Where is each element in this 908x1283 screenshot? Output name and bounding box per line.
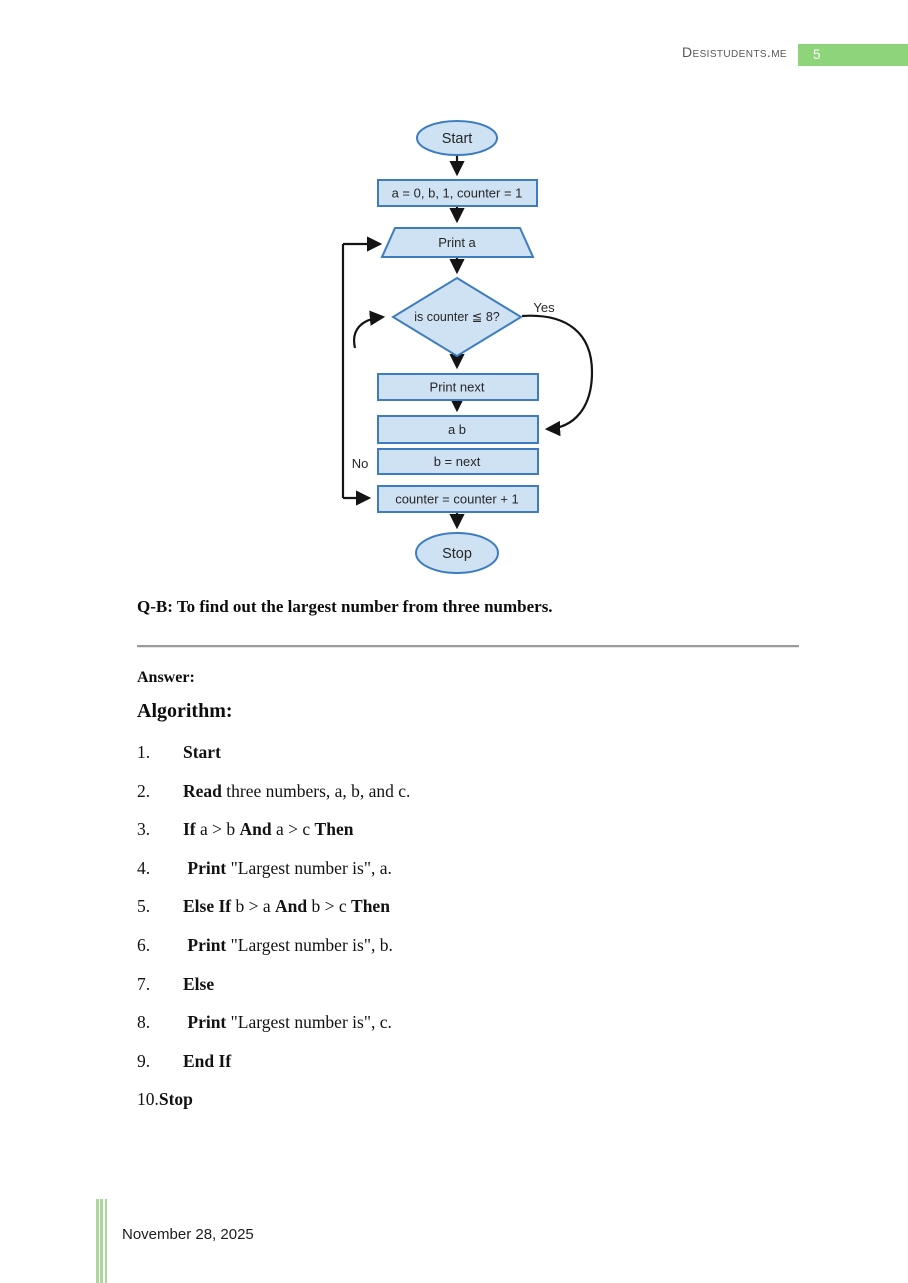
decision-node <box>391 276 523 358</box>
page-number: 5 <box>813 47 821 62</box>
algorithm-step: 7. Else <box>137 973 410 995</box>
algorithm-step: 6. Print "Largest number is", b. <box>137 934 410 956</box>
print-next-node <box>377 373 539 401</box>
step-text: Else <box>183 973 215 994</box>
step-number: 9. <box>137 1050 151 1071</box>
yes-label: Yes <box>533 300 555 315</box>
step-number: 5. <box>137 896 151 917</box>
footer-date: November 28, 2025 <box>122 1226 254 1243</box>
step-text: "Largest number is", a. <box>226 857 392 878</box>
step-text: End If <box>183 1050 232 1071</box>
step-text: And <box>275 896 308 917</box>
ab-node <box>377 415 539 444</box>
step-text: And <box>239 819 272 840</box>
footer-accent-lines <box>96 1199 108 1283</box>
step-text: Print <box>183 1012 227 1033</box>
stop-label: Stop <box>442 546 472 562</box>
step-number: 2. <box>137 780 151 801</box>
step-text: b > c <box>307 896 352 917</box>
step-number: 4. <box>137 857 151 878</box>
question-heading: Q-B: To find out the largest number from… <box>137 597 553 616</box>
no-label: No <box>352 456 369 471</box>
step-text: Start <box>183 742 221 762</box>
decision-label: is counter ≦ 8? <box>414 310 500 324</box>
step-number: 7. <box>137 973 151 994</box>
step-text: Else If <box>183 896 232 917</box>
counter-node <box>377 485 539 513</box>
step-number: 8. <box>137 1012 151 1033</box>
init-node <box>377 179 538 207</box>
print-a-label: Print a <box>438 235 476 250</box>
step-text: Print <box>183 934 227 955</box>
ab-label: a b <box>448 422 466 437</box>
step-text: Then <box>314 819 354 840</box>
step-text: b > a <box>231 896 276 917</box>
algorithm-heading: Algorithm: <box>137 700 233 722</box>
step-number: 3. <box>137 819 151 840</box>
step-text: Print <box>183 857 227 878</box>
algorithm-list: 1. Start 2. Read three numbers, a, b, and c… <box>137 741 410 1127</box>
answer-label: Answer: <box>137 669 195 686</box>
site-brand: Desistudents.me <box>681 44 787 60</box>
yes-branch-curve <box>521 314 594 437</box>
print-next-label: Print next <box>430 380 485 395</box>
step-number: 1. <box>137 742 151 762</box>
algorithm-step: 3. If a > b And a > c Then <box>137 818 410 840</box>
algorithm-step: 10.Stop <box>137 1088 410 1110</box>
accent-line <box>104 1199 108 1283</box>
b-next-label: b = next <box>434 454 481 469</box>
stop-node <box>415 532 499 574</box>
step-number: 6. <box>137 934 151 955</box>
algorithm-step: 4. Print "Largest number is", a. <box>137 857 410 879</box>
accent-line <box>96 1199 99 1283</box>
b-next-node <box>377 448 539 475</box>
counter-label: counter = counter + 1 <box>395 492 519 507</box>
step-text: "Largest number is", b. <box>226 934 393 955</box>
init-label: a = 0, b, 1, counter = 1 <box>392 186 523 201</box>
step-text: a > b <box>195 819 240 840</box>
step-text: a > c <box>271 819 315 840</box>
page-number-badge: 5 <box>798 44 908 66</box>
algorithm-step: 5. Else If b > a And b > c Then <box>137 895 410 917</box>
step-text: Read <box>183 780 222 801</box>
algorithm-step: 9. End If <box>137 1050 410 1072</box>
print-a-node <box>380 227 535 258</box>
algorithm-step: 8. Print "Largest number is", c. <box>137 1011 410 1033</box>
start-node <box>416 120 498 156</box>
step-text: three numbers, a, b, and c. <box>221 780 411 801</box>
algorithm-step: 1. Start <box>137 741 410 763</box>
step-text: Stop <box>158 1089 193 1110</box>
section-divider <box>137 645 799 647</box>
hook-arrow-into-decision <box>353 310 386 349</box>
step-text: If <box>183 819 196 840</box>
step-text: "Largest number is", c. <box>226 1012 392 1033</box>
step-text: Then <box>351 896 390 917</box>
accent-line <box>100 1199 103 1283</box>
step-number: 10. <box>137 1089 159 1110</box>
algorithm-step: 2. Read three numbers, a, b, and c. <box>137 780 410 802</box>
start-label: Start <box>442 131 473 147</box>
flowchart: Start a = 0, b, 1, counter = 1 Print a i… <box>341 120 594 574</box>
